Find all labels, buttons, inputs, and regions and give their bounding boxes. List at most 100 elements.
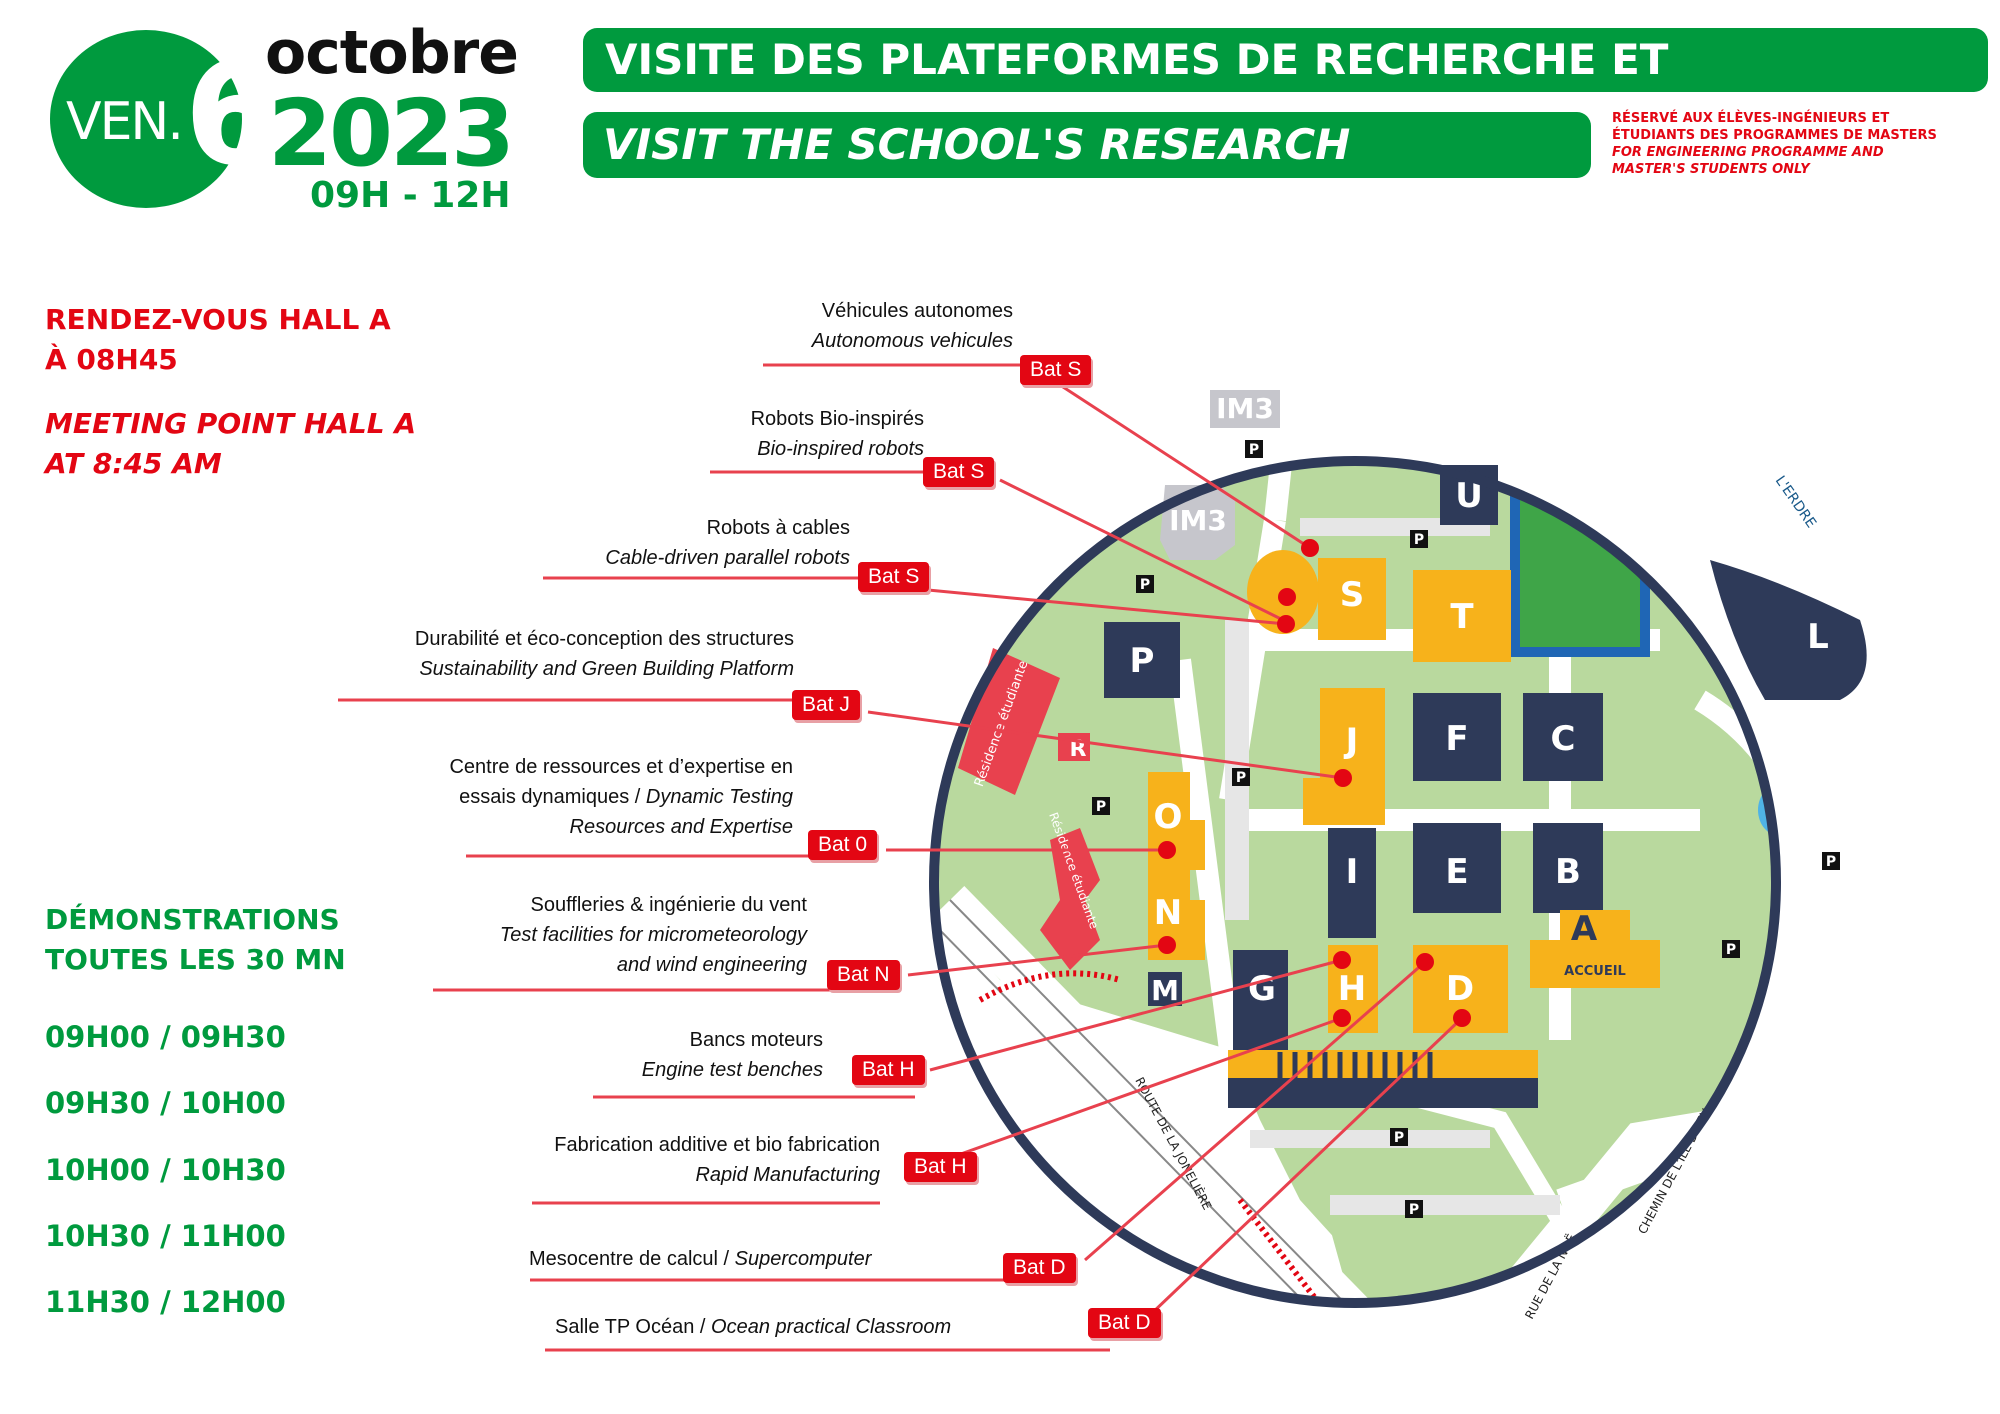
- label-A: A: [1571, 909, 1598, 949]
- label-river: L'ERDRE: [1772, 473, 1819, 531]
- building-T: [1413, 570, 1511, 662]
- parking-icon: P: [1409, 1202, 1419, 1218]
- residence-2: [1040, 828, 1100, 970]
- meeting-fr-line1: RENDEZ-VOUS HALL A: [45, 303, 391, 336]
- platform-3-fr: Robots à cables: [706, 517, 850, 539]
- label-IM3-north: IM3: [1216, 392, 1274, 425]
- platform-1-fr: Véhicules autonomes: [821, 300, 1013, 322]
- demos-title-line1: DÉMONSTRATIONS: [45, 903, 340, 936]
- building-L: [1710, 560, 1867, 700]
- platform-10-label: Salle TP Océan / Ocean practical Classro…: [555, 1312, 951, 1342]
- tag-bat-h-2: Bat H: [904, 1152, 977, 1182]
- platform-6-fr: Souffleries & ingénierie du vent: [530, 894, 807, 916]
- slot-1: 09H00 / 09H30: [45, 1020, 286, 1054]
- day-prefix: VEN.: [66, 92, 184, 152]
- label-E: E: [1445, 852, 1468, 892]
- building-M: [1148, 972, 1182, 1006]
- reserved-fr: RÉSERVÉ AUX ÉLÈVES-INGÉNIEURS ET ÉTUDIAN…: [1612, 111, 1937, 143]
- platform-10-fr: Salle TP Océan /: [555, 1316, 712, 1338]
- map-circle-border: [929, 456, 1781, 1308]
- platform-8-en: Rapid Manufacturing: [695, 1164, 880, 1186]
- label-T: T: [1450, 597, 1474, 637]
- label-N: N: [1154, 893, 1182, 933]
- platform-8-label: Fabrication additive et bio fabrication …: [554, 1130, 880, 1190]
- label-J: J: [1344, 721, 1359, 761]
- platform-7-en: Engine test benches: [641, 1059, 823, 1081]
- platform-5-fr2: essais dynamiques /: [459, 786, 646, 808]
- tag-bat-h-1: Bat H: [852, 1055, 925, 1085]
- building-IM3-north: [1210, 390, 1280, 428]
- label-IM3-south: IM3: [1169, 504, 1227, 537]
- tag-bat-s-3: Bat S: [858, 562, 930, 592]
- platform-1-en: Autonomous vehicules: [811, 330, 1013, 352]
- building-P: [1104, 622, 1180, 698]
- meeting-fr-line2: À 08H45: [45, 343, 178, 376]
- platform-5-en: Dynamic Testing: [645, 786, 793, 808]
- platform-7-label: Bancs moteurs Engine test benches: [642, 1025, 823, 1085]
- tag-bat-0: Bat 0: [808, 830, 878, 860]
- building-S: [1318, 558, 1386, 640]
- platform-6-label: Souffleries & ingénierie du vent Test fa…: [500, 890, 807, 980]
- parking-icon: P: [1236, 770, 1246, 786]
- platform-9-en: Supercomputer: [734, 1248, 872, 1270]
- platform-10-en: Ocean practical Classroom: [711, 1316, 952, 1338]
- reserved-note: RÉSERVÉ AUX ÉLÈVES-INGÉNIEURS ET ÉTUDIAN…: [1612, 110, 1952, 178]
- building-G: [1233, 950, 1288, 1050]
- label-G: G: [1248, 969, 1276, 1009]
- tag-bat-j: Bat J: [792, 690, 860, 720]
- label-M: M: [1151, 974, 1179, 1007]
- label-F: F: [1445, 719, 1468, 759]
- label-H: H: [1338, 969, 1366, 1009]
- platform-9-fr: Mesocentre de calcul /: [529, 1248, 735, 1270]
- platform-3-en: Cable-driven parallel robots: [605, 547, 850, 569]
- tag-bat-d-2: Bat D: [1088, 1308, 1161, 1338]
- platform-9-label: Mesocentre de calcul / Supercomputer: [529, 1244, 871, 1274]
- platform-8-fr: Fabrication additive et bio fabrication: [554, 1134, 880, 1156]
- meeting-en-line1: MEETING POINT HALL A: [45, 407, 417, 440]
- label-O: O: [1154, 797, 1183, 837]
- meeting-fr: RENDEZ-VOUS HALL A À 08H45: [45, 300, 391, 380]
- leader-lines: [338, 363, 1464, 1352]
- demos-title: DÉMONSTRATIONS TOUTES LES 30 MN: [45, 900, 346, 980]
- building-B: [1533, 823, 1603, 913]
- leader-dots: [1158, 539, 1471, 1027]
- meeting-en-line2: AT 8:45 AM: [45, 447, 222, 480]
- platform-4-label: Durabilité et éco-conception des structu…: [415, 624, 794, 684]
- platform-7-fr: Bancs moteurs: [689, 1029, 823, 1051]
- parking-icon: P: [1249, 442, 1259, 458]
- building-E: [1413, 823, 1501, 913]
- parking-icon: P: [1394, 1130, 1404, 1146]
- platform-5-en2: Resources and Expertise: [569, 816, 793, 838]
- label-C: C: [1551, 719, 1576, 759]
- building-F: [1413, 693, 1501, 781]
- platform-4-en: Sustainability and Green Building Platfo…: [419, 658, 794, 680]
- building-J: [1303, 688, 1385, 825]
- month: octobre: [265, 18, 519, 88]
- parking-icon: P: [1726, 942, 1736, 958]
- tag-bat-d-1: Bat D: [1003, 1253, 1076, 1283]
- platform-5-label: Centre de ressources et d’expertise en e…: [449, 752, 793, 842]
- reserved-en: FOR ENGINEERING PROGRAMME AND MASTER'S S…: [1612, 145, 1884, 177]
- title-en-banner: VISIT THE SCHOOL'S RESEARCH PLATFORMS: [583, 112, 1591, 235]
- tag-bat-s-1: Bat S: [1020, 355, 1092, 385]
- label-D: D: [1446, 969, 1474, 1009]
- platform-6-en: Test facilities for micrometeorology: [499, 924, 807, 946]
- label-I: I: [1346, 852, 1359, 892]
- date-badge: VEN. 6: [50, 30, 283, 208]
- parking-icon: P: [1140, 577, 1150, 593]
- parking-icon: P: [1414, 532, 1424, 548]
- building-A: [1530, 910, 1660, 988]
- label-B: B: [1555, 852, 1581, 892]
- slot-5: 11H30 / 12H00: [45, 1285, 286, 1319]
- platform-2-label: Robots Bio-inspirés Bio-inspired robots: [751, 404, 924, 464]
- platform-3-label: Robots à cables Cable-driven parallel ro…: [605, 513, 850, 573]
- demos-title-line2: TOUTES LES 30 MN: [45, 943, 346, 976]
- parking-icon: P: [1096, 799, 1106, 815]
- meeting-en: MEETING POINT HALL A AT 8:45 AM: [45, 404, 416, 484]
- label-S: S: [1340, 575, 1365, 615]
- building-C: [1523, 693, 1603, 781]
- platform-6-en2: and wind engineering: [616, 954, 807, 976]
- platform-2-fr: Robots Bio-inspirés: [750, 408, 924, 430]
- building-ON: [1148, 772, 1205, 960]
